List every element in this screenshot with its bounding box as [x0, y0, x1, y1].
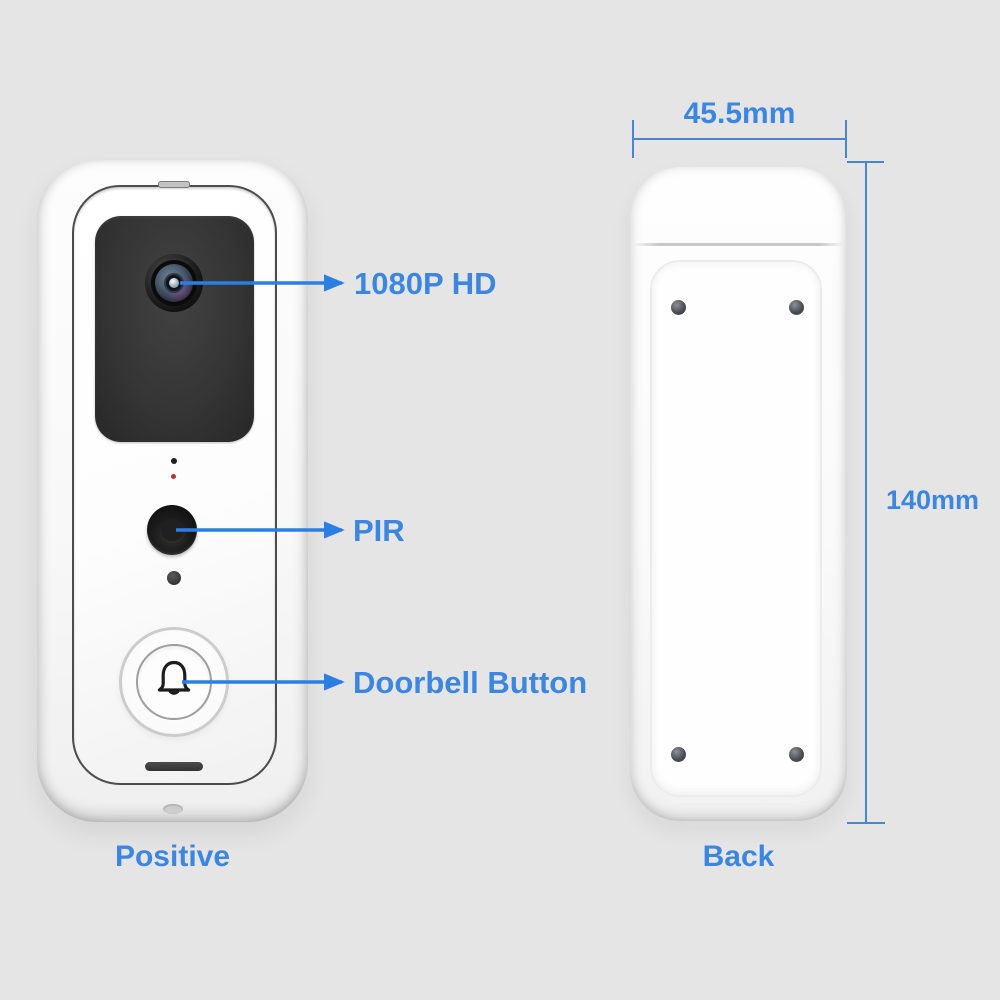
back-mounting-panel	[650, 260, 822, 797]
front-view-caption: Positive	[114, 840, 231, 873]
screw-hole	[789, 300, 804, 315]
back-seam-line	[633, 243, 844, 246]
camera-callout-label: 1080P HD	[354, 266, 497, 301]
back-view-caption: Back	[702, 840, 775, 873]
height-dimension-label: 140mm	[886, 485, 980, 515]
pir-callout-label: PIR	[353, 513, 405, 548]
screw-hole	[671, 747, 686, 762]
bottom-screw-hole	[163, 804, 183, 814]
bell-icon	[157, 660, 191, 695]
top-mic-slot	[158, 181, 190, 188]
width-dimension-label: 45.5mm	[683, 97, 796, 130]
doorbell-button-callout-label: Doorbell Button	[353, 665, 588, 700]
camera-panel	[95, 216, 254, 442]
status-led	[171, 474, 176, 479]
microphone-hole	[171, 458, 177, 464]
light-sensor	[167, 571, 181, 585]
pir-sensor-lens	[160, 521, 185, 543]
camera-lens-highlight	[169, 278, 179, 288]
screw-hole	[671, 300, 686, 315]
screw-hole	[789, 747, 804, 762]
speaker-slot	[145, 762, 203, 771]
